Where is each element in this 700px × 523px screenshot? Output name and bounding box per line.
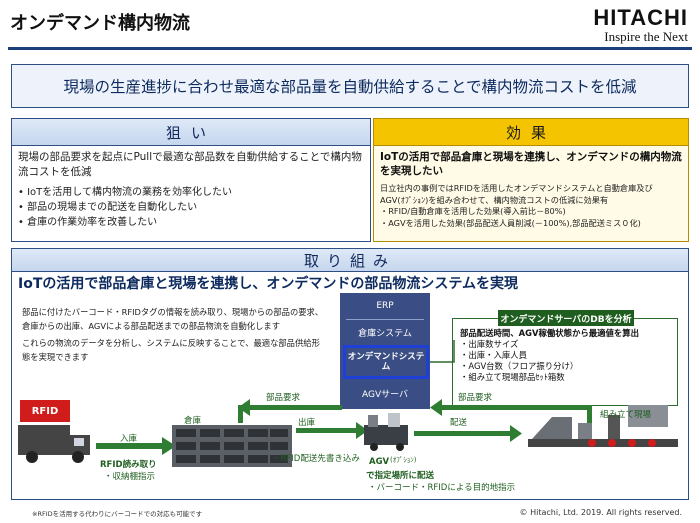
db-item: ・組み立て現場部品ｾｯﾄ箱数	[460, 372, 565, 382]
label-nyuko: 入庫	[120, 434, 138, 444]
summary-banner: 現場の生産進捗に合わせ最適な部品量を自動供給することで構内物流コストを低減	[11, 64, 689, 108]
effect-line: AGV(ｵﾌﾟｼｮﾝ)を組み合わせて、構内物流コストの低減に効果有	[380, 194, 609, 205]
desc-line: 倉庫からの出庫、AGVによる部品配送までの部品物流を自動化します	[22, 320, 280, 331]
erp-system: ERP	[376, 301, 394, 311]
label-agv-desc1: で指定場所に配送	[366, 471, 435, 481]
label-haisou: 配送	[450, 418, 468, 428]
aim-item: IoTを活用して構内物流の業務を効率化したい	[18, 185, 370, 200]
footnote: ※RFIDを活用する代わりにバーコードでの対応も可能です	[32, 510, 203, 518]
arrow-request-to-warehouse	[238, 399, 342, 423]
db-item: ・AGV台数（フロア振り分け）	[460, 361, 579, 371]
effect-body: 日立社内の事例ではRFIDを活用したオンデマンドシステムと自動倉庫及び AGV(…	[374, 180, 688, 229]
desc-line: 部品に付けたバーコード・RFIDタグの情報を読み取り、現場からの部品の要求、	[22, 307, 324, 317]
effect-panel: 効果 IoTの活用で部品倉庫と現場を連携し、オンデマンドの構内物流を実現したい …	[373, 118, 689, 242]
desc-line: これらの物流のデータを分析し、システムに反映することで、最適な部品供給形	[22, 338, 320, 348]
flow-diagram	[18, 399, 678, 467]
desc-line: 態を実現できます	[22, 351, 89, 362]
aim-lead: 現場の部品要求を起点にPullで最適な部品数を自動供給することで構内物流コストを…	[18, 151, 362, 178]
label-agv: AGV	[369, 457, 390, 467]
db-connector	[430, 340, 455, 363]
hitachi-logo: HITACHI Inspire the Next	[593, 6, 688, 44]
label-agv-desc2: ・バーコード・RFIDによる目的地指示	[368, 483, 516, 493]
aim-item: 部品の現場までの配送を自動化したい	[18, 200, 370, 215]
initiative-description: 部品に付けたバーコード・RFIDタグの情報を読み取り、現場からの部品の要求、 倉…	[22, 306, 337, 364]
arrow-request-from-site	[430, 399, 592, 425]
truck-icon	[18, 425, 90, 463]
page-title: オンデマンド構内物流	[10, 13, 190, 34]
rfid-badge: RFID	[20, 400, 70, 422]
logo-brand: HITACHI	[593, 5, 688, 30]
db-head: 部品配送時間、AGV稼働状態から最適値を算出	[460, 328, 639, 338]
db-item: ・出庫・入庫人員	[460, 350, 527, 360]
label-rfid-write: ・RFID配送先書き込み	[272, 454, 360, 464]
effect-line: ・AGVを活用した効果(部品配送人員削減(－100%),部品配送ミス０化)	[380, 217, 641, 228]
header-rule	[8, 47, 692, 50]
initiative-header: 取り組み	[12, 249, 688, 272]
effect-line: 日立社内の事例ではRFIDを活用したオンデマンドシステムと自動倉庫及び	[380, 183, 653, 193]
db-analysis-tab: オンデマンドサーバのDBを分析	[498, 310, 634, 326]
arrow-delivery	[414, 425, 522, 442]
aim-panel: 狙い 現場の部品要求を起点にPullで最適な部品数を自動供給することで構内物流コ…	[11, 118, 371, 242]
warehouse-rack-icon	[172, 425, 292, 467]
arrow-inbound	[96, 437, 176, 455]
assembly-line-icon	[528, 405, 678, 447]
arrow-outbound	[296, 422, 368, 439]
aim-item: 倉庫の作業効率を改善したい	[18, 215, 370, 230]
db-analysis-body: 部品配送時間、AGV稼働状態から最適値を算出 ・出庫数サイズ ・出庫・入庫人員 …	[460, 328, 674, 383]
label-option: (ｵﾌﾟｼｮﾝ)	[390, 456, 417, 464]
ondemand-system: オンデマンドシステム	[343, 345, 429, 379]
effect-lead: IoTの活用で部品倉庫と現場を連携し、オンデマンドの構内物流を実現したい	[380, 151, 682, 177]
aim-list: IoTを活用して構内物流の業務を効率化したい 部品の現場までの配送を自動化したい…	[12, 185, 370, 230]
label-request-1: 部品要求	[266, 393, 301, 403]
label-shuno: ・収納棚指示	[104, 472, 156, 482]
agv-server: AGVサーバ	[361, 389, 409, 400]
db-item: ・出庫数サイズ	[460, 339, 519, 349]
effect-line: ・RFID/自動倉庫を活用した効果(導入前比－80%)	[380, 206, 566, 216]
label-request-2: 部品要求	[458, 393, 493, 403]
copyright: © Hitachi, Ltd. 2019. All rights reserve…	[519, 508, 682, 517]
label-shukko: 出庫	[298, 418, 316, 428]
label-rfid-read: RFID読み取り	[100, 460, 157, 470]
logo-tagline: Inspire the Next	[604, 29, 688, 44]
aim-header: 狙い	[12, 119, 370, 146]
label-kumitate: 組み立て現場	[600, 410, 652, 420]
effect-header: 効果	[374, 119, 688, 146]
agv-icon	[364, 413, 408, 451]
initiative-lead: IoTの活用で部品倉庫と現場を連携し、オンデマンドの部品物流システムを実現	[18, 276, 518, 292]
system-stack: ERP 倉庫システム オンデマンドシステム AGVサーバ	[340, 293, 430, 409]
label-soko: 倉庫	[184, 416, 202, 426]
warehouse-system: 倉庫システム	[358, 328, 412, 339]
